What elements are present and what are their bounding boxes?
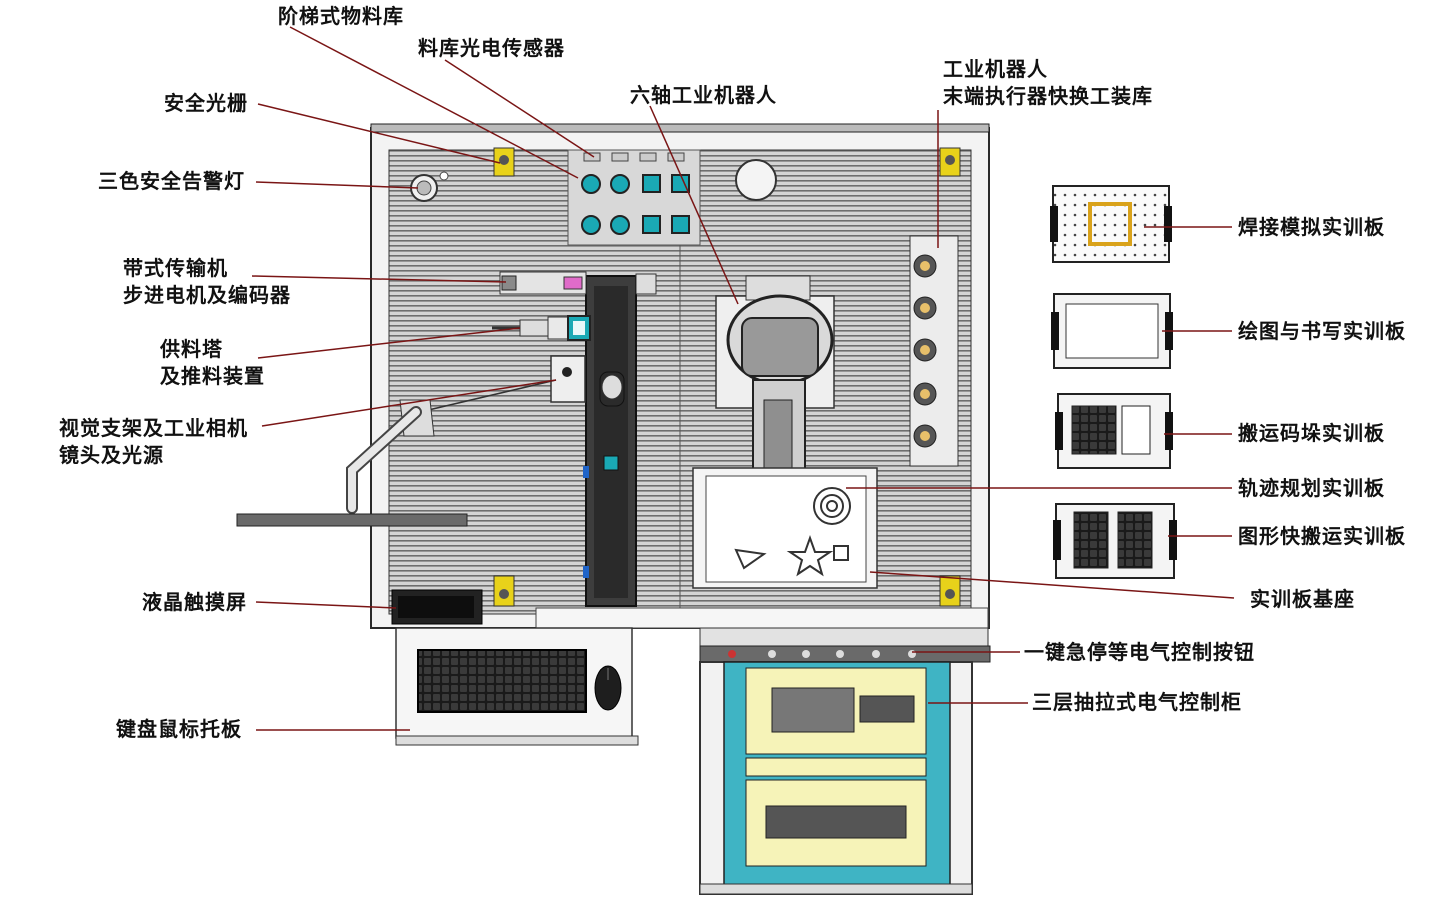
- label-cabinet: 三层抽拉式电气控制柜: [1032, 690, 1242, 714]
- leader-storage-sensor: [444, 59, 595, 158]
- drawing-board-drawing: [1051, 293, 1173, 369]
- label-drawing-board: 绘图与书写实训板: [1238, 319, 1406, 343]
- label-welding-board: 焊接模拟实训板: [1238, 215, 1385, 239]
- label-palletizing-board: 搬运码垛实训板: [1238, 421, 1385, 445]
- shape-board-drawing: [1053, 503, 1177, 579]
- label-ladder-storage: 阶梯式物料库: [278, 4, 404, 28]
- label-six-axis-robot: 六轴工业机器人: [630, 83, 777, 107]
- label-board-base: 实训板基座: [1250, 587, 1355, 611]
- leader-lcd: [255, 601, 397, 609]
- label-lcd: 液晶触摸屏: [142, 590, 247, 614]
- vision-bracket: [236, 355, 625, 527]
- control-cabinet: [699, 627, 991, 895]
- leader-ladder-storage: [289, 26, 579, 179]
- label-shape-board: 图形快搬运实训板: [1238, 524, 1406, 548]
- six-axis-robot: [715, 275, 835, 577]
- label-keyboard-tray: 键盘鼠标托板: [116, 717, 242, 741]
- label-estop: 一键急停等电气控制按钮: [1024, 640, 1255, 664]
- trajectory-board: [692, 467, 878, 589]
- leader-warning-light: [255, 181, 419, 189]
- leader-vision: [261, 379, 557, 427]
- label-warning-light: 三色安全告警灯: [98, 169, 245, 193]
- lcd-screen: [391, 589, 483, 625]
- safety-grating: [493, 147, 961, 607]
- feeder-tower: [492, 315, 591, 341]
- label-feeder: 供料塔 及推料装置: [160, 337, 265, 388]
- label-tool-library: 工业机器人 末端执行器快换工装库: [943, 57, 1153, 108]
- keyboard-tray: [395, 627, 639, 746]
- tool-library: [909, 235, 959, 467]
- label-safety-grating: 安全光栅: [164, 91, 248, 115]
- label-vision: 视觉支架及工业相机 镜头及光源: [59, 416, 248, 467]
- leader-conveyor: [251, 275, 507, 283]
- welding-board-drawing: [1050, 185, 1172, 263]
- label-storage-sensor: 料库光电传感器: [418, 36, 565, 60]
- leader-board-base: [869, 571, 1235, 599]
- label-trajectory-board: 轨迹规划实训板: [1238, 476, 1385, 500]
- palletizing-board-drawing: [1055, 393, 1173, 469]
- label-conveyor: 带式传输机 步进电机及编码器: [123, 256, 291, 307]
- belt-conveyor: [499, 271, 657, 607]
- leader-safety-grating: [257, 103, 501, 164]
- leader-feeder: [257, 327, 521, 359]
- leader-six-axis-robot: [649, 105, 739, 305]
- ladder-storage: [567, 149, 777, 246]
- leader-lines: [251, 26, 1235, 731]
